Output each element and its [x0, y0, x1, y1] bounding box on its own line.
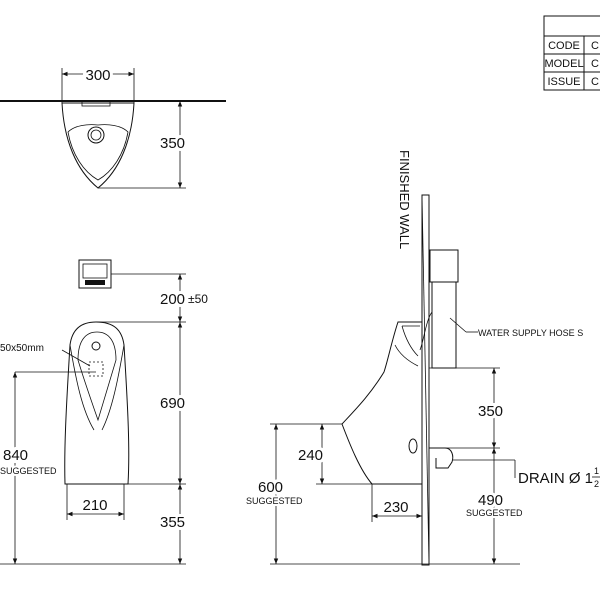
sensor-offset-tolerance: ±50	[188, 292, 208, 306]
projection-dim: 230	[383, 499, 408, 516]
drain-fraction-den: 2	[594, 479, 599, 489]
outlet-leader	[61, 349, 91, 367]
model-label: MODEL	[544, 58, 583, 70]
front-sensor-window	[82, 263, 108, 279]
front-bowl-basin	[77, 331, 117, 422]
title-block-header-cell	[543, 15, 600, 37]
model-value: C	[591, 58, 599, 70]
title-block: CODE C MODEL C ISSUE C	[543, 15, 600, 91]
front-bowl-outline	[64, 321, 130, 485]
side-supply-hose	[419, 311, 433, 351]
issue-value: C	[591, 76, 599, 88]
finished-wall-label: FINISHED WALL	[397, 150, 412, 249]
total-height-dim: 840	[3, 447, 28, 464]
rim-depth-dim: 240	[298, 447, 323, 464]
top-view: 300 350	[0, 64, 226, 189]
rim-height-note: SUGGESTED	[246, 496, 303, 506]
front-outlet-box	[88, 361, 104, 377]
hose-leader	[449, 317, 467, 333]
side-bowl-rim	[401, 325, 420, 357]
floor-to-base-dim: 355	[160, 514, 185, 531]
rim-height-dim: 600	[258, 479, 283, 496]
side-supply-body	[431, 281, 457, 369]
issue-label: ISSUE	[547, 76, 580, 88]
outlet-size-label: 50x50mm	[0, 343, 44, 354]
total-height-note: SUGGESTED	[0, 466, 57, 476]
top-view-wall-flange	[81, 100, 111, 107]
side-valve-box	[429, 249, 459, 283]
hose-label: WATER SUPPLY HOSE S	[478, 328, 583, 338]
code-value: C	[591, 40, 599, 52]
front-outlet-hole	[91, 341, 101, 351]
finished-wall	[421, 194, 430, 566]
front-bowl-flare-right	[101, 344, 125, 431]
top-view-drain-inner	[90, 129, 102, 141]
front-height-dim: 690	[160, 395, 185, 412]
front-bowl-flare-left	[69, 344, 95, 431]
base-width-dim: 210	[82, 497, 107, 514]
title-cell	[583, 71, 600, 91]
top-view-drain-outer	[87, 126, 105, 144]
drain-pipe	[429, 447, 454, 469]
drain-height-note: SUGGESTED	[466, 508, 523, 518]
front-view: 50x50mm 200 ±50 690 355 840 SUGGESTED 21…	[0, 259, 208, 565]
side-trap-opening	[408, 438, 418, 454]
top-view-bowl-inner	[67, 124, 129, 181]
side-bowl-spray	[394, 344, 419, 367]
side-view: FINISHED WALL WATER SUPPLY HOSE S 350 49…	[244, 150, 600, 566]
drain-label: DRAIN Ø 1	[518, 470, 593, 487]
drain-height-dim: 490	[478, 492, 503, 509]
top-depth-dim: 350	[160, 135, 185, 152]
top-width-dim: 300	[85, 67, 110, 84]
front-sensor-label-strip	[85, 280, 105, 285]
inlet-to-drain-dim: 350	[478, 403, 503, 420]
side-bowl-outline	[341, 321, 422, 485]
wall-hatch	[421, 194, 430, 566]
code-label: CODE	[548, 40, 580, 52]
top-view-bowl-outline	[61, 102, 135, 189]
drain-fraction-num: 1	[594, 466, 599, 476]
sensor-offset-dim: 200	[160, 291, 185, 308]
